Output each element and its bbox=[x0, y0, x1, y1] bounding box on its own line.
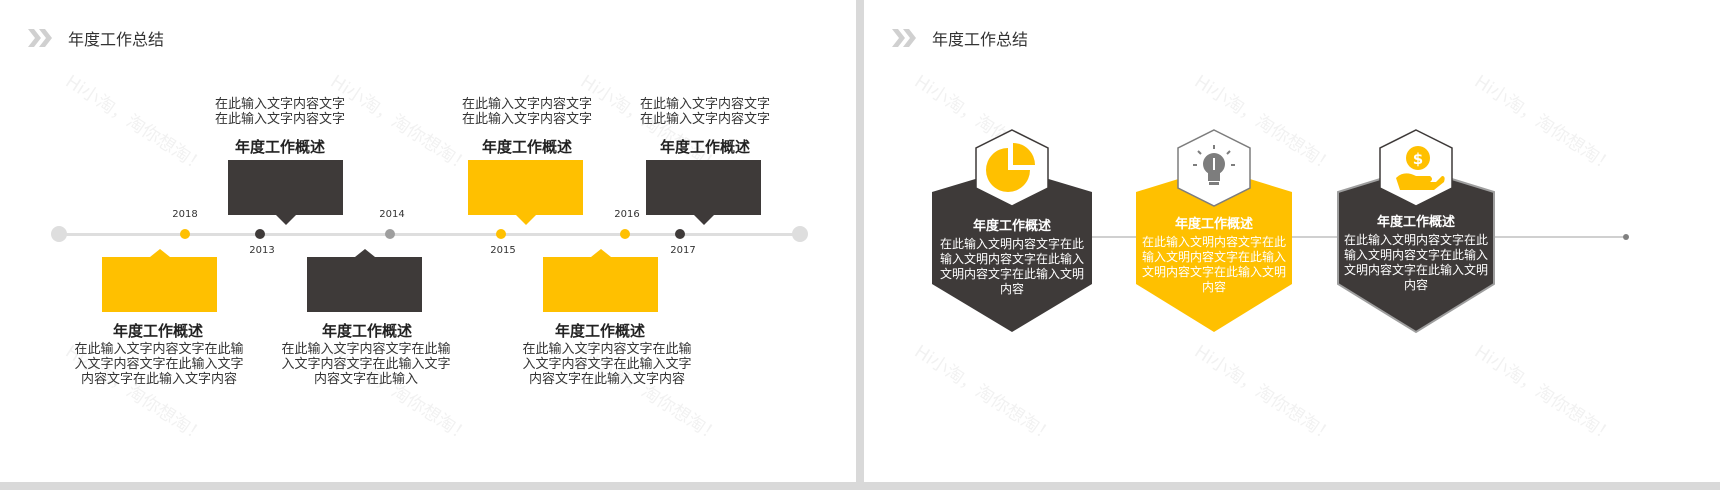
hex-heading: 年度工作概述 bbox=[972, 219, 1051, 234]
double-chevron-icon bbox=[892, 29, 916, 47]
hex-heading: 年度工作概述 bbox=[1174, 217, 1253, 232]
page-title: 年度工作总结 bbox=[932, 30, 1029, 49]
year-label: 2018 bbox=[172, 209, 198, 220]
text-line: 在此输入文字内容文字 bbox=[639, 97, 770, 112]
slide-right: 年度工作总结 Hi小淘，淘你想淘！ Hi小淘，淘你想淘！ Hi小淘，淘你想淘！ … bbox=[864, 0, 1720, 482]
timeline-dot-2014 bbox=[385, 229, 395, 239]
bottom-item-box bbox=[543, 249, 658, 312]
top-item-text: 在此输入文字内容文字 在此输入文字内容文字 bbox=[625, 97, 785, 127]
hex-dark-1 bbox=[932, 168, 1092, 332]
timeline-start-cap bbox=[51, 226, 67, 242]
timeline-end-cap bbox=[792, 226, 808, 242]
hex-body: 在此输入文明内容文字在此输入文明内容文字在此输入文明内容文字在此输入文明内容 bbox=[1141, 235, 1286, 294]
top-item-heading: 年度工作概述 bbox=[234, 138, 325, 156]
page-title: 年度工作总结 bbox=[68, 30, 165, 49]
year-label: 2015 bbox=[490, 245, 516, 256]
svg-text:$: $ bbox=[1413, 150, 1423, 168]
top-item-text: 在此输入文字内容文字 在此输入文字内容文字 bbox=[447, 97, 607, 127]
top-item-box bbox=[646, 160, 761, 225]
timeline-dot-2015 bbox=[496, 229, 506, 239]
bottom-item-heading: 年度工作概述 bbox=[554, 322, 645, 340]
text-line: 在此输入文字内容文字 bbox=[639, 112, 770, 127]
money-hand-icon: $ bbox=[1396, 146, 1445, 190]
hex-text-2: 年度工作概述 在此输入文明内容文字在此输入文明内容文字在此输入文明内容文字在此输… bbox=[1139, 213, 1289, 295]
slide-header: 年度工作总结 bbox=[28, 26, 164, 50]
text-line: 在此输入文字内容文字 bbox=[461, 112, 592, 127]
year-label: 2014 bbox=[379, 209, 405, 220]
hex-text-1: 年度工作概述 在此输入文明内容文字在此输入文明内容文字在此输入文明内容文字在此输… bbox=[937, 215, 1087, 297]
year-label: 2017 bbox=[670, 245, 696, 256]
bottom-item-heading: 年度工作概述 bbox=[321, 322, 412, 340]
watermark: Hi小淘，淘你想淘！ bbox=[61, 71, 210, 178]
timeline-axis bbox=[60, 233, 800, 236]
bottom-item-box bbox=[307, 249, 422, 312]
bottom-item-heading: 年度工作概述 bbox=[112, 322, 203, 340]
year-label: 2013 bbox=[249, 245, 275, 256]
hex-heading: 年度工作概述 bbox=[1376, 215, 1455, 230]
text-line: 在此输入文字内容文字 bbox=[214, 112, 345, 127]
top-item-box bbox=[228, 160, 343, 225]
pie-chart-icon bbox=[986, 143, 1035, 192]
bottom-item-text: 在此输入文字内容文字在此输入文字内容文字在此输入文字内容文字在此输入文字内容 bbox=[74, 342, 244, 387]
slide-header: 年度工作总结 bbox=[892, 26, 1028, 50]
double-chevron-icon bbox=[28, 29, 52, 47]
top-item-text: 在此输入文字内容文字 在此输入文字内容文字 bbox=[200, 97, 360, 127]
top-item-box bbox=[468, 160, 583, 225]
hex-body: 在此输入文明内容文字在此输入文明内容文字在此输入文明内容文字在此输入文明内容 bbox=[1343, 233, 1488, 292]
slide-left: 年度工作总结 Hi小淘，淘你想淘！ Hi小淘，淘你想淘！ Hi小淘，淘你想淘！ … bbox=[0, 0, 856, 482]
timeline-dot-2018 bbox=[180, 229, 190, 239]
bottom-item-text: 在此输入文字内容文字在此输入文字内容文字在此输入文字内容文字在此输入 bbox=[281, 342, 451, 387]
hex-yellow-2 bbox=[1136, 168, 1292, 332]
bottom-item-text: 在此输入文字内容文字在此输入文字内容文字在此输入文字内容文字在此输入文字内容 bbox=[522, 342, 692, 387]
text-line: 在此输入文字内容文字 bbox=[214, 97, 345, 112]
icon-badge bbox=[975, 129, 1049, 207]
top-item-heading: 年度工作概述 bbox=[481, 138, 572, 156]
year-label: 2016 bbox=[614, 209, 640, 220]
text-line: 在此输入文字内容文字 bbox=[461, 97, 592, 112]
hex-body: 在此输入文明内容文字在此输入文明内容文字在此输入文明内容文字在此输入文明内容 bbox=[939, 237, 1084, 296]
timeline-dot-2016 bbox=[620, 229, 630, 239]
timeline-dot-2013 bbox=[255, 229, 265, 239]
bottom-item-box bbox=[102, 249, 217, 312]
top-item-heading: 年度工作概述 bbox=[659, 138, 750, 156]
hex-text-3: 年度工作概述 在此输入文明内容文字在此输入文明内容文字在此输入文明内容文字在此输… bbox=[1341, 211, 1491, 293]
hex-diagram: $ bbox=[932, 129, 1629, 334]
connector-end-dot bbox=[1623, 234, 1629, 240]
lightbulb-icon bbox=[1193, 145, 1235, 185]
hex-dark-3 bbox=[1337, 166, 1495, 334]
timeline-dot-2017 bbox=[675, 229, 685, 239]
